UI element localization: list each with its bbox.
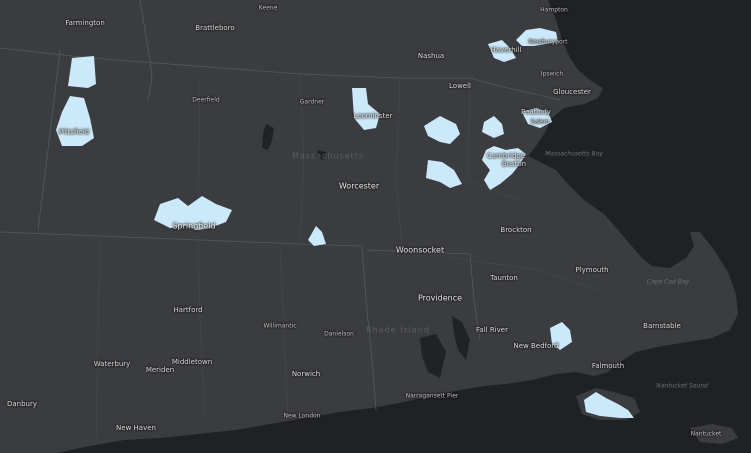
label-gardner: Gardner: [299, 98, 325, 106]
label-springfield: Springfield: [172, 221, 216, 231]
label-salem: Salem: [530, 118, 550, 126]
label-cape-cod-bay: Cape Cod Bay: [646, 278, 690, 286]
label-new-haven: New Haven: [116, 424, 156, 432]
label-worcester: Worcester: [338, 181, 380, 191]
label-fall-river: Fall River: [476, 326, 508, 334]
label-middletown: Middletown: [171, 358, 213, 366]
label-peabody: Peabody: [521, 108, 551, 116]
label-hampton: Hampton: [540, 6, 568, 14]
label-hartford: Hartford: [173, 306, 203, 314]
region-4: [308, 226, 326, 246]
label-nantucket: Nantucket: [690, 430, 722, 438]
label-leominster: Leominster: [353, 112, 393, 120]
highlighted-areas: [56, 28, 634, 418]
label-keene: Keene: [258, 4, 278, 12]
label-new-london: New London: [283, 412, 321, 420]
narragansett-bay: [420, 334, 446, 378]
label-ipswich: Ipswich: [540, 70, 564, 78]
region-5: [352, 88, 380, 130]
label-providence: Providence: [417, 293, 463, 303]
bay-inlet: [452, 316, 470, 360]
label-massachusetts: Massachusetts: [291, 151, 365, 161]
region-11: [516, 28, 558, 46]
region-2: [56, 96, 94, 146]
label-gloucester: Gloucester: [553, 88, 591, 96]
label-cambridge: Cambridge: [486, 152, 526, 160]
label-pittsfield: Pittsfield: [58, 128, 90, 136]
region-3: [154, 196, 232, 230]
region-6: [424, 116, 460, 144]
label-new-bedford: New Bedford: [513, 342, 559, 350]
label-barnstable: Barnstable: [643, 322, 681, 330]
quabbin-reservoir: [262, 124, 274, 150]
region-10: [488, 40, 516, 62]
label-nashua: Nashua: [417, 52, 445, 60]
region-12: [522, 108, 552, 128]
wachusett-reservoir: [316, 150, 326, 160]
label-brockton: Brockton: [500, 226, 532, 234]
label-falmouth: Falmouth: [591, 362, 625, 370]
label-meriden: Meriden: [145, 366, 175, 374]
label-massachusetts-bay: Massachusetts Bay: [545, 150, 603, 158]
region-13: [550, 322, 572, 350]
label-farmington: Farmington: [65, 19, 105, 27]
label-nantucket-sound: Nantucket Sound: [656, 382, 708, 390]
label-danielson: Danielson: [324, 330, 354, 338]
county-lines: [95, 73, 601, 441]
label-narragansett: Narragansett Pier: [405, 392, 459, 400]
label-taunton: Taunton: [490, 274, 518, 282]
label-newburyport: Newburyport: [528, 38, 568, 46]
label-willimantic: Willimantic: [263, 322, 297, 330]
label-plymouth: Plymouth: [575, 266, 609, 274]
label-norwich: Norwich: [291, 370, 321, 378]
label-brattleboro: Brattleboro: [195, 24, 235, 32]
label-waterbury: Waterbury: [93, 360, 131, 368]
label-woonsocket: Woonsocket: [395, 245, 445, 255]
region-1: [68, 56, 96, 88]
label-lowell: Lowell: [449, 82, 471, 90]
label-boston: Boston: [501, 160, 527, 168]
region-7: [426, 160, 462, 188]
label-haverhill: Haverhill: [490, 46, 522, 54]
label-danbury: Danbury: [6, 400, 38, 408]
region-8: [482, 116, 504, 138]
region-9: [482, 146, 526, 190]
label-rhode-island: Rhode Island: [366, 325, 430, 335]
label-deerfield: Deerfield: [192, 96, 220, 104]
region-14: [584, 392, 634, 418]
nantucket-island: [690, 424, 738, 444]
